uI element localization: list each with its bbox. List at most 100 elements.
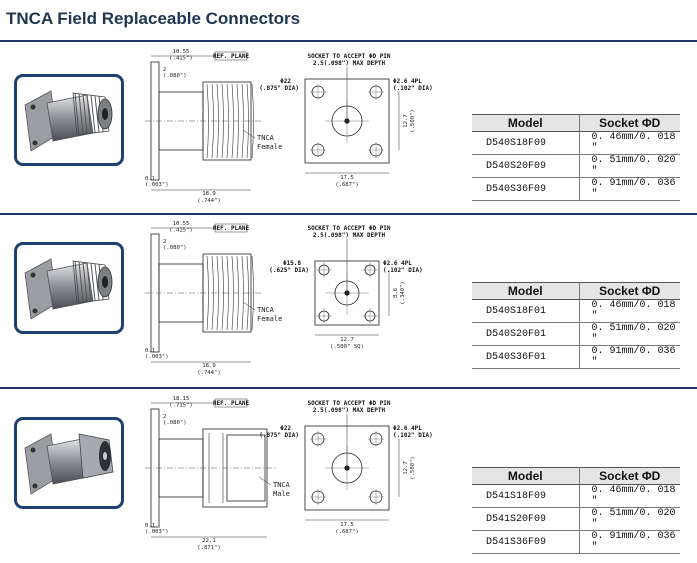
model-cell: D540S20F09 [472, 154, 580, 178]
socket-cell: 0. 51mm/0. 020 " [579, 507, 680, 531]
ref-plane-label: REF. PLANE [213, 225, 250, 232]
model-cell: D541S20F09 [472, 507, 580, 531]
socket-note: 2.5(.098") MAX DEPTH [313, 60, 386, 67]
dimension-label: 18.15 [173, 396, 190, 402]
diameter-label: Φ15.8 [283, 260, 301, 267]
model-cell: D540S20F01 [472, 322, 580, 346]
technical-drawing: 10.55(.415")REF. PLANE2(.080")TNCAFemale… [145, 221, 423, 376]
dimension-label: 12.7 [340, 337, 353, 343]
dimension-label: (.744") [197, 198, 221, 204]
dimension-label: 2 [163, 239, 166, 245]
dimension-label: (.871") [197, 545, 221, 551]
dimension-label: 22.1 [202, 538, 215, 544]
dimension-label: (.080") [163, 420, 187, 426]
socket-note: SOCKET TO ACCEPT ΦD PIN [307, 400, 390, 407]
dimension-label: (.687") [335, 182, 359, 188]
dimension-label: (.080") [163, 73, 187, 79]
diameter-label: Φ22 [280, 425, 291, 432]
dimension-label: 12.7 [403, 461, 409, 474]
socket-note: SOCKET TO ACCEPT ΦD PIN [307, 53, 390, 60]
holes-label: (.102" DIA) [393, 432, 433, 439]
dimension-label: 17.5 [340, 522, 353, 528]
dimension-label: (.003") [145, 354, 169, 360]
dimension-label: 18.9 [202, 363, 215, 369]
connector-gender-label: Female [257, 143, 282, 151]
page-title: TNCA Field Replaceable Connectors [6, 9, 301, 28]
dimension-label: (.080") [163, 245, 187, 251]
model-header: Model [472, 467, 580, 485]
diameter-label: (.875" DIA) [259, 85, 299, 92]
dimension-label: (.340") [400, 281, 406, 305]
holes-label: Φ2.6 4PL [393, 78, 422, 85]
divider [0, 213, 697, 215]
connector-photo [14, 74, 124, 166]
holes-label: (.102" DIA) [383, 267, 423, 274]
model-header: Model [472, 114, 580, 132]
diameter-label: (.625" DIA) [269, 267, 309, 274]
socket-header: Socket ΦD [579, 282, 680, 300]
connector-type-label: TNCA [257, 306, 275, 314]
dimension-label: (.500") [410, 109, 416, 133]
dimension-label: (.003") [145, 529, 169, 535]
dimension-label: (.500" SQ) [330, 344, 364, 350]
connector-gender-label: Female [257, 315, 282, 323]
dimension-label: 8.6 [393, 288, 399, 298]
dimension-label: 2 [163, 414, 166, 420]
connector-photo [14, 417, 124, 509]
socket-cell: 0. 91mm/0. 036 " [579, 345, 680, 369]
model-cell: D541S18F09 [472, 484, 580, 508]
ref-plane-label: REF. PLANE [213, 53, 250, 60]
holes-label: Φ2.6 4PL [383, 260, 412, 267]
dimension-label: 2 [163, 67, 166, 73]
dimension-label: (.415") [169, 228, 193, 234]
dimension-label: (.715") [169, 403, 193, 409]
divider [0, 40, 697, 42]
dimension-label: 12.7 [403, 114, 409, 127]
connector-type-label: TNCA [273, 481, 291, 489]
dimension-label: (.744") [197, 370, 221, 376]
dimension-label: 10.55 [173, 49, 190, 55]
technical-drawing: 10.55(.415")REF. PLANE2(.080")TNCAFemale… [145, 49, 433, 204]
model-cell: D540S36F09 [472, 177, 580, 201]
model-cell: D540S36F01 [472, 345, 580, 369]
diameter-label: (.875" DIA) [259, 432, 299, 439]
dimension-label: (.687") [335, 529, 359, 535]
connector-type-label: TNCA [257, 134, 275, 142]
technical-drawing: 18.15(.715")REF. PLANE2(.080")TNCAMale0.… [145, 396, 433, 551]
socket-header: Socket ΦD [579, 467, 680, 485]
connector-gender-label: Male [273, 490, 290, 498]
socket-note: 2.5(.098") MAX DEPTH [313, 407, 386, 414]
dimension-label: 18.9 [202, 191, 215, 197]
socket-cell: 0. 46mm/0. 018 " [579, 484, 680, 508]
model-cell: D541S36F09 [472, 530, 580, 554]
socket-cell: 0. 91mm/0. 036 " [579, 177, 680, 201]
socket-note: 2.5(.098") MAX DEPTH [313, 232, 386, 239]
socket-cell: 0. 51mm/0. 020 " [579, 322, 680, 346]
model-header: Model [472, 282, 580, 300]
dimension-label: 0.1 [145, 348, 155, 354]
socket-cell: 0. 46mm/0. 018 " [579, 299, 680, 323]
model-cell: D540S18F09 [472, 131, 580, 155]
dimension-label: (.003") [145, 182, 169, 188]
socket-header: Socket ΦD [579, 114, 680, 132]
ref-plane-label: REF. PLANE [213, 400, 250, 407]
dimension-label: 17.5 [340, 175, 353, 181]
divider [0, 387, 697, 389]
dimension-label: 0.1 [145, 176, 155, 182]
